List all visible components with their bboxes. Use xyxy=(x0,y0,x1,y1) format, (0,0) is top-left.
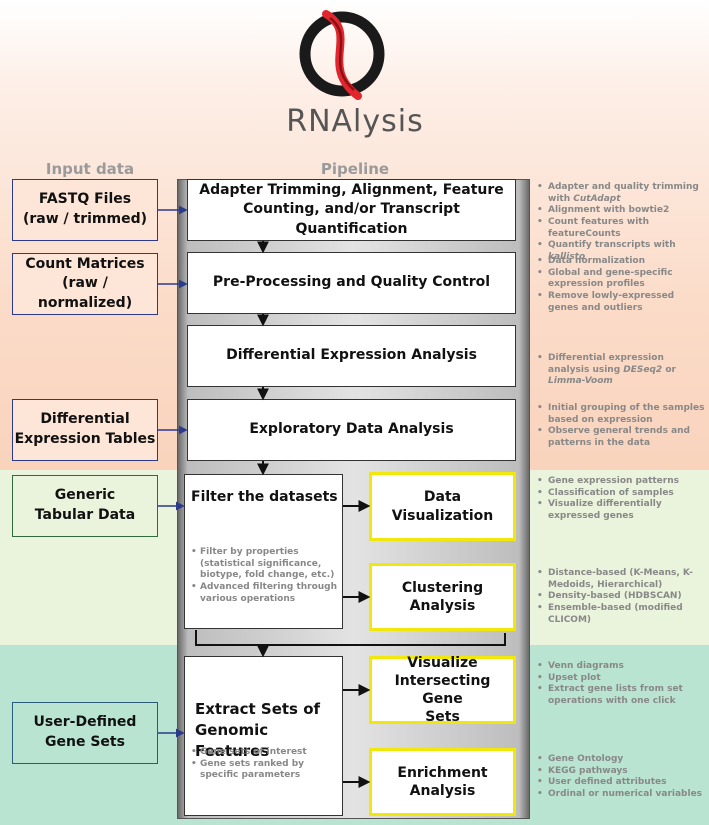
extract-items: Gene sets of interest Gene sets ranked b… xyxy=(191,747,339,782)
notes-intersecting-sets: Venn diagrams Upset plot Extract gene li… xyxy=(537,661,707,708)
note-item: Differential expression analysis using D… xyxy=(537,353,707,388)
note-item: Ordinal or numerical variables xyxy=(537,789,707,801)
input-fastq-files: FASTQ Files (raw / trimmed) xyxy=(12,179,158,241)
input-count-matrices: Count Matrices (raw / normalized) xyxy=(12,253,158,315)
extract-item: Gene sets ranked by specific parameters xyxy=(191,759,339,782)
output-label: Enrichment xyxy=(397,764,488,781)
filter-datasets-box: Filter the datasets Filter by properties… xyxy=(184,474,343,629)
input-label: (raw / normalized) xyxy=(37,275,133,311)
notes-enrichment: Gene Ontology KEGG pathways User defined… xyxy=(537,754,707,801)
note-item: Alignment with bowtie2 xyxy=(537,205,707,217)
input-label: Expression Tables xyxy=(14,431,156,447)
filter-item: Advanced filtering through various opera… xyxy=(191,582,339,605)
note-item: Distance-based (K-Means, K-Medoids, Hier… xyxy=(537,568,707,591)
note-item: Ensemble-based (modified CLICOM) xyxy=(537,603,707,626)
filter-title: Filter the datasets xyxy=(191,489,338,505)
input-label: Generic xyxy=(54,487,116,504)
output-label: Sets xyxy=(425,709,460,726)
output-label: Analysis xyxy=(409,598,476,614)
note-item: Venn diagrams xyxy=(537,661,707,673)
extract-item: Gene sets of interest xyxy=(191,747,339,759)
step-differential-expression: Differential Expression Analysis xyxy=(187,325,516,387)
input-label: Count Matrices xyxy=(25,255,145,272)
note-item: Extract gene lists from set operations w… xyxy=(537,684,707,707)
notes-differential-expression: Differential expression analysis using D… xyxy=(537,353,707,388)
output-label: Visualize xyxy=(407,654,478,671)
notes-clustering: Distance-based (K-Means, K-Medoids, Hier… xyxy=(537,568,707,626)
step-adapter-line2: Counting, and/or Transcript Quantificati… xyxy=(243,201,460,237)
note-item: Remove lowly-expressed genes and outlier… xyxy=(537,291,707,314)
notes-exploratory: Initial grouping of the samples based on… xyxy=(537,403,707,450)
input-label: (raw / trimmed) xyxy=(22,211,148,227)
note-item: Data normalization xyxy=(537,256,707,268)
note-item: Global and gene-specific expression prof… xyxy=(537,268,707,291)
note-item: Initial grouping of the samples based on… xyxy=(537,403,707,426)
note-item: Visualize differentially expressed genes xyxy=(537,499,707,522)
note-item: Count features with featureCounts xyxy=(537,217,707,240)
input-label: User-Defined xyxy=(33,714,137,731)
note-item: Gene expression patterns xyxy=(537,476,707,488)
step-de-label: Differential Expression Analysis xyxy=(226,347,477,364)
output-data-visualization: Data Visualization xyxy=(369,472,516,541)
output-label: Clustering xyxy=(401,579,484,596)
note-item: Observe general trends and patterns in t… xyxy=(537,426,707,449)
pipeline-header: Pipeline xyxy=(320,160,390,178)
notes-data-visualization: Gene expression patterns Classification … xyxy=(537,476,707,523)
output-label: Analysis xyxy=(409,783,476,799)
note-item: Classification of samples xyxy=(537,488,707,500)
notes-adapter: Adapter and quality trimming with CutAda… xyxy=(537,182,707,264)
filter-item: Filter by properties (statistical signif… xyxy=(191,547,339,582)
input-label: FASTQ Files xyxy=(38,191,132,208)
note-item: User defined attributes xyxy=(537,777,707,789)
step-adapter-line1: Adapter Trimming, Alignment, Feature xyxy=(199,181,504,198)
input-data-header: Input data xyxy=(45,160,135,178)
output-label: Data Visualization xyxy=(391,489,494,524)
step-exploratory-label: Exploratory Data Analysis xyxy=(249,421,454,438)
brand-title: RNAlysis xyxy=(286,104,424,139)
note-item: Upset plot xyxy=(537,673,707,685)
input-label: Tabular Data xyxy=(34,507,136,523)
step-exploratory: Exploratory Data Analysis xyxy=(187,399,516,461)
note-item: Density-based (HDBSCAN) xyxy=(537,591,707,603)
logo-icon xyxy=(296,4,388,104)
input-label: Differential xyxy=(40,411,130,428)
output-label: Intersecting Gene xyxy=(394,672,491,707)
step-preprocessing-label: Pre-Processing and Quality Control xyxy=(212,274,491,291)
filter-items: Filter by properties (statistical signif… xyxy=(191,547,339,605)
note-item: Adapter and quality trimming with CutAda… xyxy=(537,182,707,205)
step-preprocessing: Pre-Processing and Quality Control xyxy=(187,252,516,314)
input-label: Gene Sets xyxy=(45,734,125,750)
notes-preprocessing: Data normalization Global and gene-speci… xyxy=(537,256,707,314)
note-item: KEGG pathways xyxy=(537,766,707,778)
note-item: Gene Ontology xyxy=(537,754,707,766)
extract-title-line1: Extract Sets of xyxy=(195,700,321,718)
